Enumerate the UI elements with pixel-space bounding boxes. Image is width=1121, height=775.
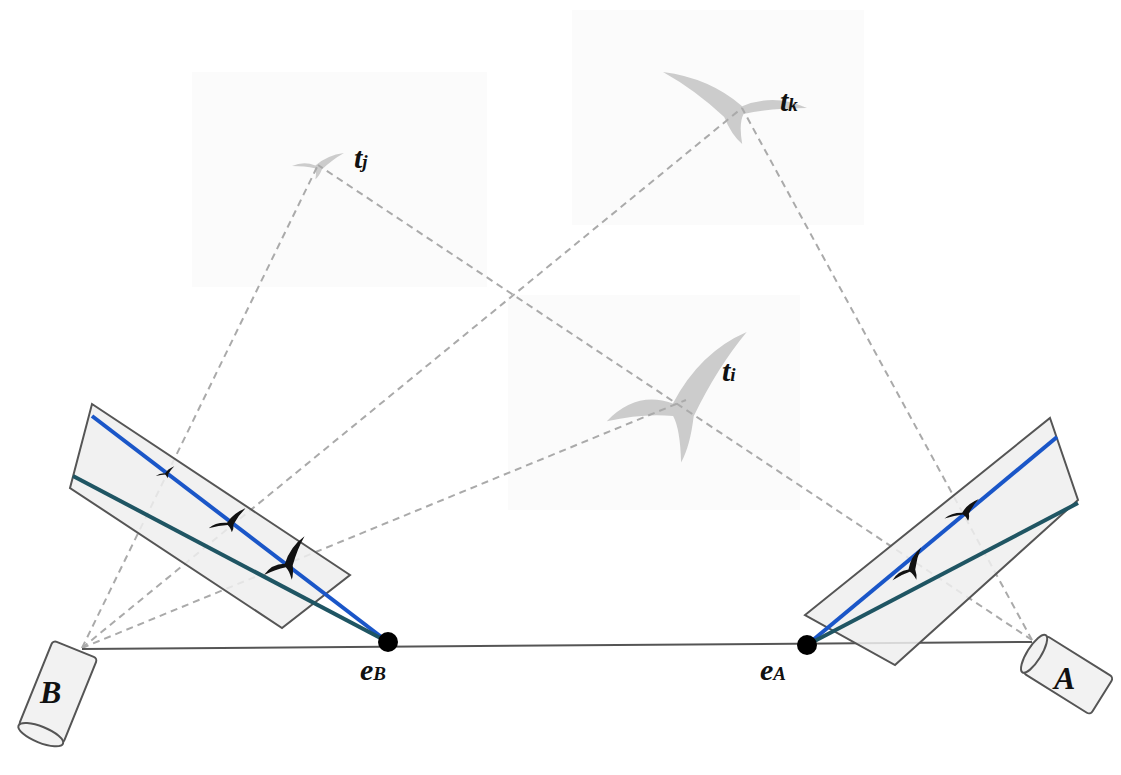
epipole-label: eB xyxy=(360,655,386,685)
bird-backdrop xyxy=(572,10,864,225)
epipolar-line xyxy=(807,437,1057,645)
camera-symbol xyxy=(1016,631,1113,714)
bird-backdrop xyxy=(508,295,800,510)
epipole-label: eA xyxy=(760,655,786,685)
epipole-dot xyxy=(797,635,817,655)
camera-symbol xyxy=(16,640,98,751)
camera-label: B xyxy=(40,676,61,708)
camera-label: A xyxy=(1054,662,1075,694)
projected-birds xyxy=(154,466,990,590)
bird-silhouette xyxy=(663,72,807,144)
epipole-dot xyxy=(378,632,398,652)
epipolar-line xyxy=(807,503,1078,645)
point-label: tj xyxy=(354,143,368,173)
image-plane xyxy=(70,404,350,628)
bird-silhouette xyxy=(599,332,762,477)
image-plane xyxy=(805,418,1078,665)
epipolar-line xyxy=(73,476,388,642)
point-label: ti xyxy=(722,356,736,386)
point-label: tk xyxy=(780,86,798,116)
epipolar-line xyxy=(92,416,388,642)
